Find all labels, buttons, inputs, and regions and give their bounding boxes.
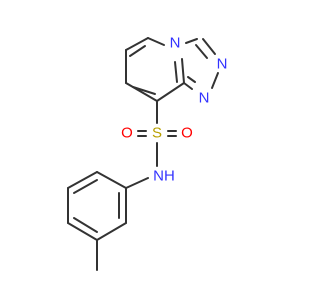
atom-n-pyridine: N <box>170 35 181 52</box>
bond <box>96 171 127 189</box>
atom-oxygen-left: O <box>121 125 133 142</box>
bond <box>96 222 127 241</box>
bond <box>156 82 185 102</box>
atom-sulfur: S <box>152 125 162 142</box>
atom-n-triazole-top: N <box>217 56 228 73</box>
bond <box>195 44 208 59</box>
atom-n-triazole-bottom: N <box>199 90 210 107</box>
bond <box>181 58 185 84</box>
atom-nh: NH <box>153 168 175 185</box>
bond <box>125 37 149 51</box>
atom-oxygen-right: O <box>181 125 193 142</box>
bond <box>202 38 216 55</box>
bond <box>129 45 146 57</box>
molecule-diagram: N N N S O O NH <box>67 34 228 271</box>
bond <box>67 222 98 241</box>
bond <box>67 171 98 189</box>
bond <box>125 82 158 102</box>
molecule-structure: N N N S O O NH <box>67 35 227 271</box>
bond <box>174 61 178 83</box>
bond <box>125 177 149 189</box>
bond <box>147 37 165 46</box>
atom-labels: N N N S O O NH <box>121 35 227 185</box>
bond <box>185 38 198 44</box>
bond <box>73 217 98 233</box>
bond <box>132 86 156 95</box>
bond <box>187 76 196 83</box>
bonds <box>67 37 219 271</box>
bond <box>211 72 219 89</box>
bond <box>183 82 193 90</box>
bond <box>73 179 98 194</box>
